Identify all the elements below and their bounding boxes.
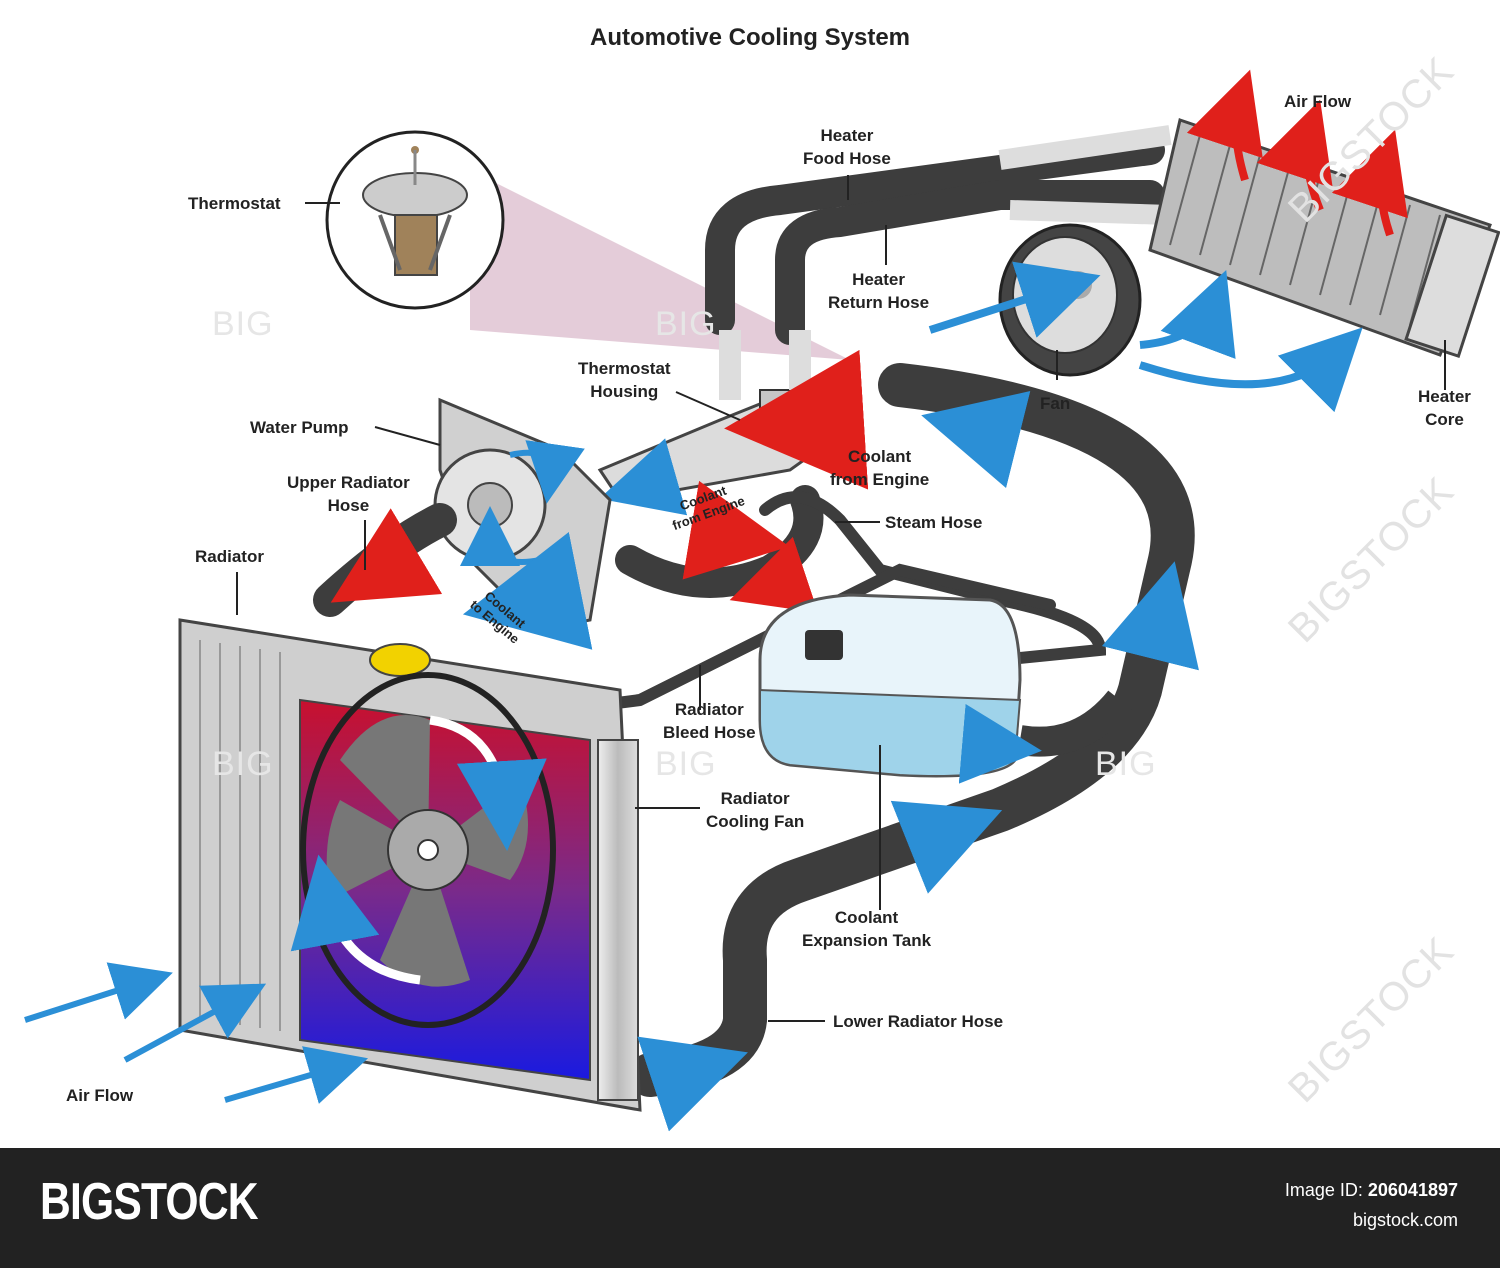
label-heater-core: Heater Core	[1418, 387, 1471, 429]
label-fan: Fan	[1040, 394, 1071, 413]
bigstock-logo: BIGSTOCK	[40, 1173, 259, 1231]
steam-hose	[759, 491, 1107, 666]
water-pump	[433, 397, 612, 632]
label-air-flow-bottom: Air Flow	[66, 1086, 134, 1105]
cooling-system-diagram	[24, 69, 1500, 1132]
label-heater-food-hose: Heater Food Hose	[803, 126, 891, 168]
label-radiator-cooling-fan: Radiator Cooling Fan	[706, 789, 805, 831]
label-heater-return-hose: Heater Return Hose	[828, 270, 930, 312]
footer-bar: BIGSTOCK Image ID: 206041897 bigstock.co…	[0, 1148, 1500, 1268]
thermostat-zoom-cone	[470, 170, 850, 360]
label-steam-hose: Steam Hose	[885, 513, 983, 532]
diagram-title: Automotive Cooling System	[589, 24, 911, 51]
label-lower-radiator-hose: Lower Radiator Hose	[833, 1012, 1004, 1031]
site-link[interactable]: bigstock.com	[1352, 1210, 1458, 1230]
label-radiator-bleed-hose: Radiator Bleed Hose	[663, 700, 756, 742]
image-id-label: Image ID:	[1284, 1180, 1363, 1200]
label-thermostat-housing: Thermostat Housing	[578, 359, 671, 401]
label-upper-radiator-hose: Upper Radiator Hose	[287, 473, 410, 515]
heater-food-hose	[705, 135, 1165, 335]
label-coolant-from-engine: Coolant from Engine	[830, 447, 930, 489]
image-id-value: 206041897	[1367, 1180, 1458, 1200]
heater-return-hose	[775, 180, 1165, 345]
watermark-big: BIG	[1095, 745, 1157, 783]
thermostat-inset	[325, 130, 505, 310]
watermark-big: BIG	[212, 745, 274, 783]
coolant-expansion-tank	[758, 593, 1022, 778]
lower-radiator-hose	[628, 363, 1195, 1097]
watermark-big: BIG	[212, 305, 274, 343]
label-thermostat: Thermostat	[188, 194, 281, 213]
label-air-flow-top: Air Flow	[1284, 92, 1352, 111]
upper-radiator-hose	[313, 503, 457, 617]
image-id: Image ID: 206041897	[1285, 1180, 1458, 1201]
label-coolant-expansion-tank: Coolant Expansion Tank	[802, 908, 932, 950]
radiator-cooling-fan	[300, 672, 556, 1028]
label-water-pump: Water Pump	[250, 418, 349, 437]
watermark-big: BIG	[655, 305, 717, 343]
label-radiator: Radiator	[195, 547, 264, 566]
watermark-big: BIG	[655, 745, 717, 783]
